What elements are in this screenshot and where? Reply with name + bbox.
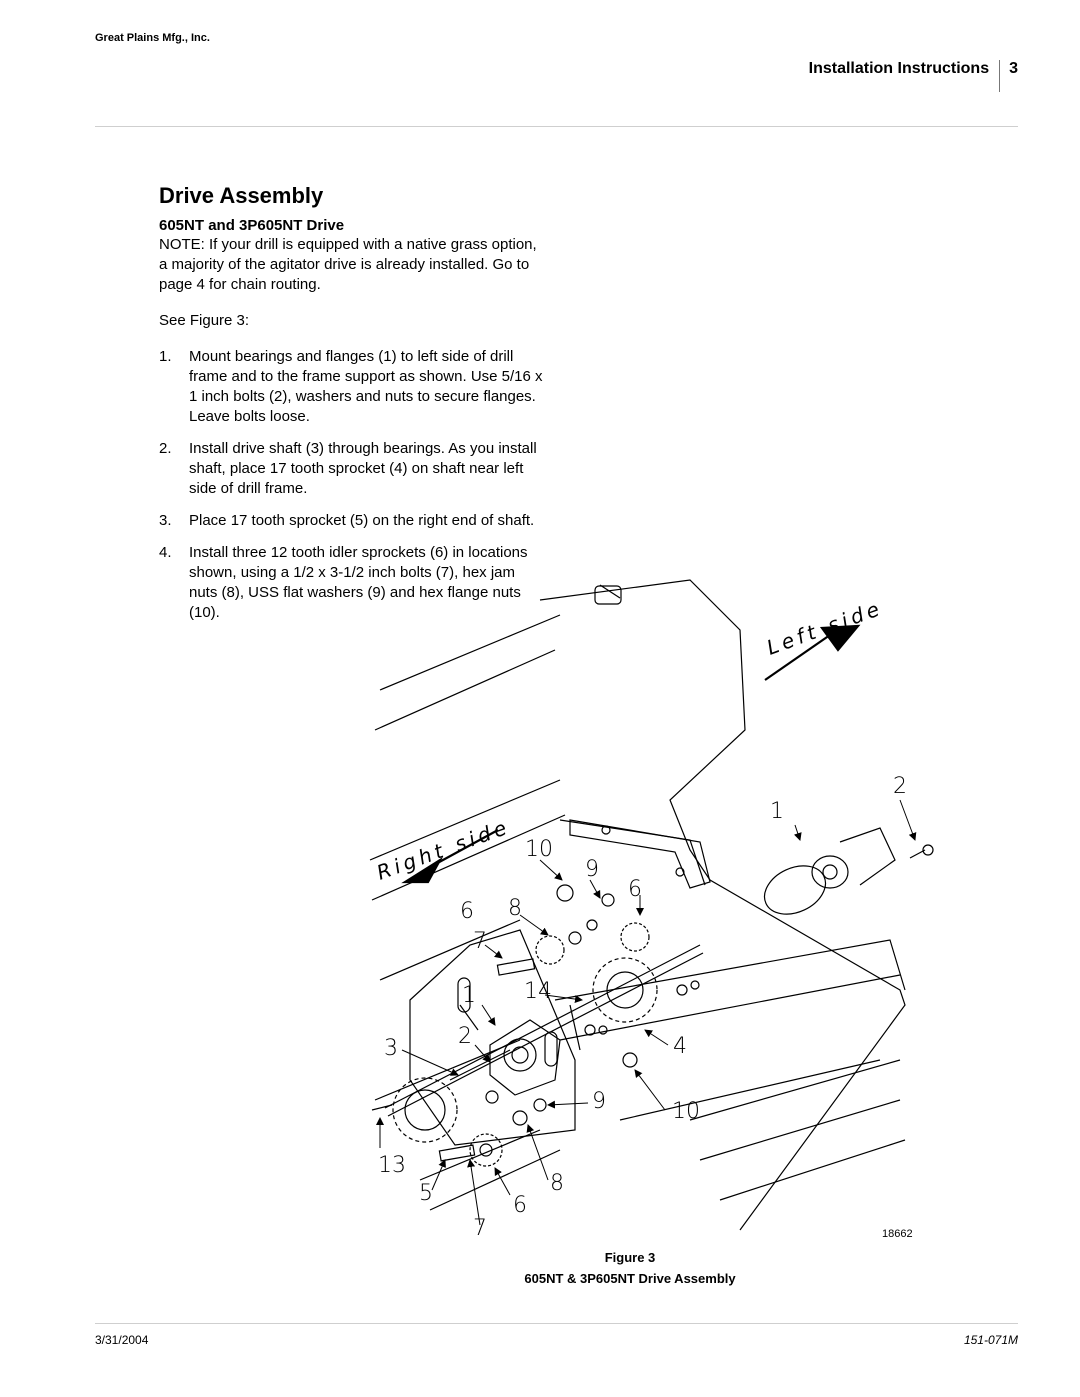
page-title: Drive Assembly xyxy=(159,183,324,208)
footer-date: 3/31/2004 xyxy=(95,1333,149,1347)
callout-number: 10 xyxy=(672,1099,700,1124)
bottom-rule xyxy=(95,1323,1018,1324)
steps-list: 1. Mount bearings and flanges (1) to left… xyxy=(159,347,544,623)
callout-number: 10 xyxy=(525,837,553,862)
callout-number: 6 xyxy=(460,899,474,924)
step-number: 2. xyxy=(159,440,172,457)
see-figure-text: See Figure 3: xyxy=(159,312,250,329)
step-item: 3. Place 17 tooth sprocket (5) on the rig… xyxy=(159,511,544,531)
part-number: 151-071M xyxy=(963,1333,1018,1347)
left-side-label: Left side xyxy=(764,596,887,660)
callout-number: 5 xyxy=(419,1181,433,1206)
section-header: Installation Instructions 3 xyxy=(809,60,1018,92)
callout-number: 2 xyxy=(893,774,907,799)
drive-assembly-figure: Left side Right side 1 2 10 9 6 6 8 7 1 … xyxy=(369,579,934,1235)
callout-number: 2 xyxy=(458,1024,472,1049)
callout-number: 8 xyxy=(550,1171,564,1196)
step-item: 1. Mount bearings and flanges (1) to left… xyxy=(159,347,544,427)
callout-number: 9 xyxy=(592,1089,606,1114)
step-text: Install drive shaft (3) through bearings… xyxy=(189,440,537,497)
section-title: Installation Instructions xyxy=(808,60,990,77)
instructions-body: NOTE: If your drill is equipped with a n… xyxy=(159,235,544,635)
drawing-number: 18662 xyxy=(882,1228,913,1240)
note-paragraph: NOTE: If your drill is equipped with a n… xyxy=(159,236,537,293)
step-item: 2. Install drive shaft (3) through bearin… xyxy=(159,439,544,499)
callout-number: 1 xyxy=(462,983,476,1008)
step-item: 4. Install three 12 tooth idler sprockets… xyxy=(159,543,544,623)
top-rule xyxy=(95,126,1018,127)
callout-number: 7 xyxy=(473,929,487,954)
step-number: 3. xyxy=(159,512,172,529)
step-text: Mount bearings and flanges (1) to left s… xyxy=(189,348,543,425)
step-number: 1. xyxy=(159,348,172,365)
callout-number: 6 xyxy=(628,877,642,902)
step-text: Install three 12 tooth idler sprockets (… xyxy=(189,544,528,621)
company-name: Great Plains Mfg., Inc. xyxy=(95,32,210,44)
step-number: 4. xyxy=(159,544,172,561)
header-separator xyxy=(999,60,1001,92)
callout-number: 1 xyxy=(770,799,784,824)
figure-label: Figure 3 xyxy=(604,1250,656,1265)
subsection-title: 605NT and 3P605NT Drive xyxy=(159,217,345,234)
callout-number: 3 xyxy=(384,1036,398,1061)
callout-number: 8 xyxy=(508,896,522,921)
callout-number: 6 xyxy=(513,1193,527,1218)
callout-number: 4 xyxy=(673,1034,687,1059)
callout-number: 14 xyxy=(524,979,552,1004)
figure-title: 605NT & 3P605NT Drive Assembly xyxy=(524,1271,736,1286)
callout-number: 7 xyxy=(473,1216,487,1235)
callout-number: 9 xyxy=(585,857,599,882)
callout-number: 13 xyxy=(378,1153,406,1178)
step-text: Place 17 tooth sprocket (5) on the right… xyxy=(189,512,535,529)
figure-caption: Figure 3 605NT & 3P605NT Drive Assembly xyxy=(500,1247,760,1289)
page-number: 3 xyxy=(1009,60,1018,77)
